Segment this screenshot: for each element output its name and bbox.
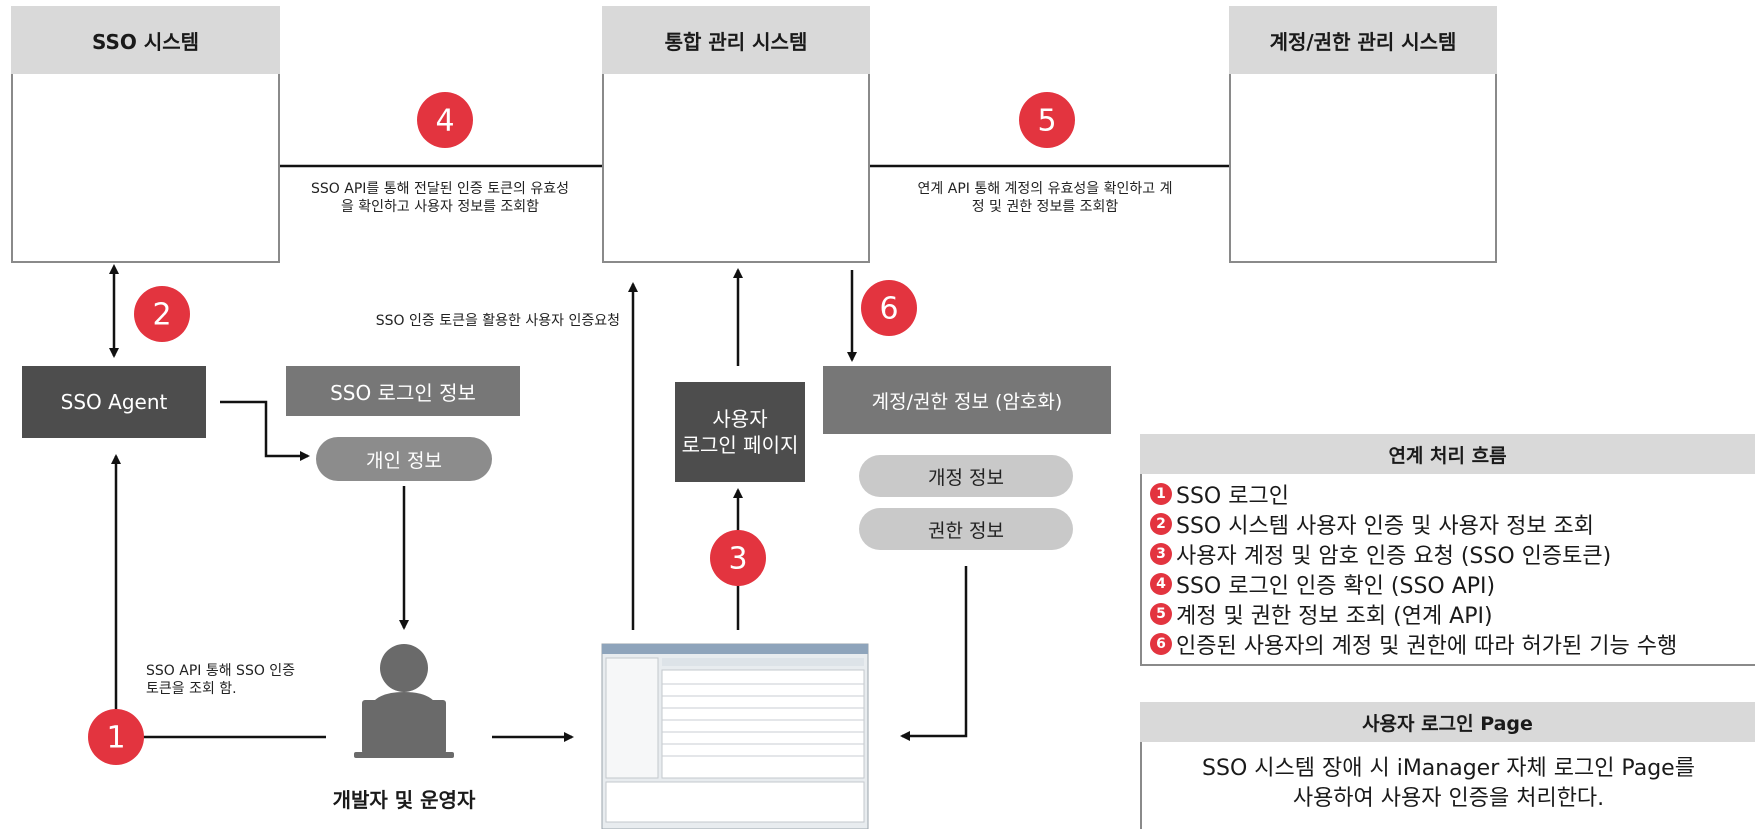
step4-note-line2: 을 확인하고 사용자 정보를 조회함 <box>340 199 540 215</box>
step1-note: SSO API 통해 SSO 인증 토큰을 조회 함. <box>146 662 316 698</box>
app-screenshot-icon <box>601 643 869 829</box>
step1-note-line2: 토큰을 조회 함. <box>146 681 237 697</box>
step1-badge: 1 <box>106 721 125 756</box>
legend-text-3: 사용자 계정 및 암호 인증 요청 (SSO 인증토큰) <box>1176 544 1612 569</box>
sso-agent-box: SSO Agent <box>22 366 206 438</box>
step5-note-line1: 연계 API 통해 계정의 유효성을 확인하고 계 <box>917 181 1173 197</box>
step4-note-line1: SSO API를 통해 전달된 인증 토큰의 유효성 <box>311 181 569 197</box>
integrated-system-title: 통합 관리 시스템 <box>602 6 870 74</box>
step2-badge: 2 <box>152 298 171 333</box>
legend-text-2: SSO 시스템 사용자 인증 및 사용자 정보 조회 <box>1176 514 1595 539</box>
user-label: 개발자 및 운영자 <box>332 788 476 812</box>
user-login-page-line2: 로그인 페이지 <box>681 433 799 457</box>
account-info-encrypted-box: 계정/권한 정보 (암호화) <box>823 366 1111 434</box>
legend-title: 연계 처리 흐름 <box>1140 434 1755 474</box>
legend-panel: 1 SSO 로그인 2 SSO 시스템 사용자 인증 및 사용자 정보 조회 3… <box>1140 474 1755 666</box>
step3-badge: 3 <box>728 542 747 577</box>
login-page-panel: SSO 시스템 장애 시 iManager 자체 로그인 Page를 사용하여 … <box>1140 742 1755 829</box>
step5-note: 연계 API 통해 계정의 유효성을 확인하고 계 정 및 권한 정보를 조회함 <box>880 180 1210 216</box>
legend-item-1: 1 SSO 로그인 <box>1150 478 1289 510</box>
legend-item-3: 3 사용자 계정 및 암호 인증 요청 (SSO 인증토큰) <box>1150 538 1611 570</box>
step5-note-line2: 정 및 권한 정보를 조회함 <box>971 199 1119 215</box>
sso-login-info-box: SSO 로그인 정보 <box>286 366 520 416</box>
legend-num-5: 5 <box>1150 603 1172 625</box>
legend-item-2: 2 SSO 시스템 사용자 인증 및 사용자 정보 조회 <box>1150 508 1594 540</box>
user-login-page-line1: 사용자 <box>712 407 768 431</box>
user-laptop-icon <box>354 644 454 758</box>
personal-info-pill: 개인 정보 <box>316 437 492 481</box>
sso-system-title: SSO 시스템 <box>11 6 280 74</box>
legend-text-5: 계정 및 권한 정보 조회 (연계 API) <box>1176 604 1493 629</box>
login-page-title: 사용자 로그인 Page <box>1140 702 1755 742</box>
legend-item-5: 5 계정 및 권한 정보 조회 (연계 API) <box>1150 598 1493 630</box>
user-login-page-box: 사용자 로그인 페이지 <box>675 382 805 482</box>
legend-num-3: 3 <box>1150 543 1172 565</box>
step6-badge: 6 <box>879 292 898 327</box>
account-info-pill: 개정 정보 <box>859 455 1073 497</box>
step1-note-line1: SSO API 통해 SSO 인증 <box>146 663 296 679</box>
legend-item-6: 6 인증된 사용자의 계정 및 권한에 따라 허가된 기능 수행 <box>1150 628 1677 660</box>
legend-num-1: 1 <box>1150 483 1172 505</box>
legend-num-6: 6 <box>1150 633 1172 655</box>
legend-item-4: 4 SSO 로그인 인증 확인 (SSO API) <box>1150 568 1495 600</box>
legend-text-4: SSO 로그인 인증 확인 (SSO API) <box>1176 574 1496 599</box>
login-page-line1: SSO 시스템 장애 시 iManager 자체 로그인 Page를 <box>1202 756 1695 781</box>
account-system-title: 계정/권한 관리 시스템 <box>1229 6 1497 74</box>
legend-num-4: 4 <box>1150 573 1172 595</box>
legend-text-6: 인증된 사용자의 계정 및 권한에 따라 허가된 기능 수행 <box>1176 634 1678 659</box>
arrow-agent-personal <box>220 400 310 461</box>
login-page-line2: 사용하여 사용자 인증을 처리한다. <box>1292 786 1605 811</box>
step5-badge: 5 <box>1037 104 1056 139</box>
permission-info-pill: 권한 정보 <box>859 508 1073 550</box>
token-request-note: SSO 인증 토큰을 활용한 사용자 인증요청 <box>375 313 620 329</box>
step4-badge: 4 <box>435 104 454 139</box>
legend-num-2: 2 <box>1150 513 1172 535</box>
step4-note: SSO API를 통해 전달된 인증 토큰의 유효성 을 확인하고 사용자 정보… <box>280 180 600 216</box>
arrow-permission-screen <box>900 566 968 741</box>
legend-text-1: SSO 로그인 <box>1176 484 1289 509</box>
